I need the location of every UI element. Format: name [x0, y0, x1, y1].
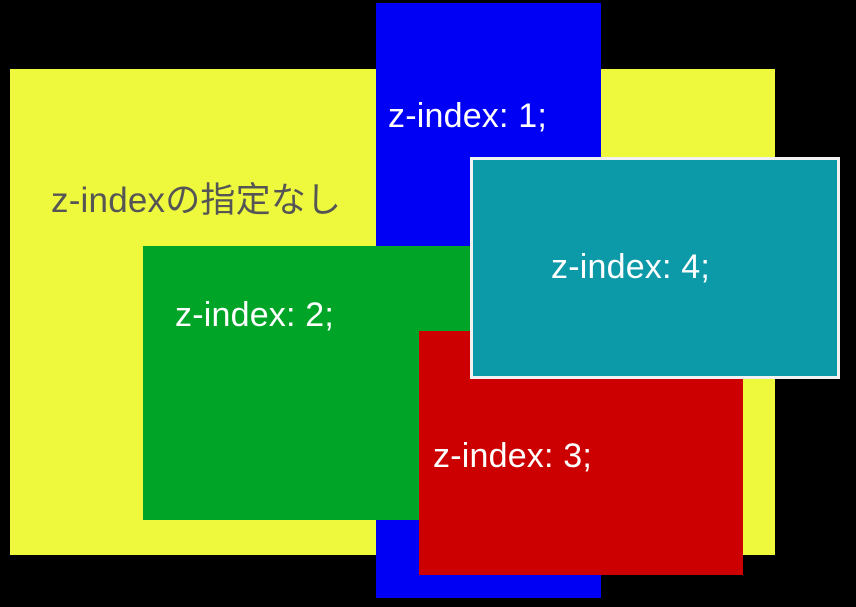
yellow-box-label: z-indexの指定なし — [51, 181, 342, 220]
blue-box-label: z-index: 1; — [388, 97, 548, 135]
teal-box-label: z-index: 4; — [551, 248, 711, 286]
teal-box-z-index-4: z-index: 4; — [470, 157, 840, 379]
green-box-z-index-2: z-index: 2; — [143, 246, 470, 520]
green-box-label: z-index: 2; — [175, 296, 335, 334]
red-box-label: z-index: 3; — [433, 437, 593, 475]
